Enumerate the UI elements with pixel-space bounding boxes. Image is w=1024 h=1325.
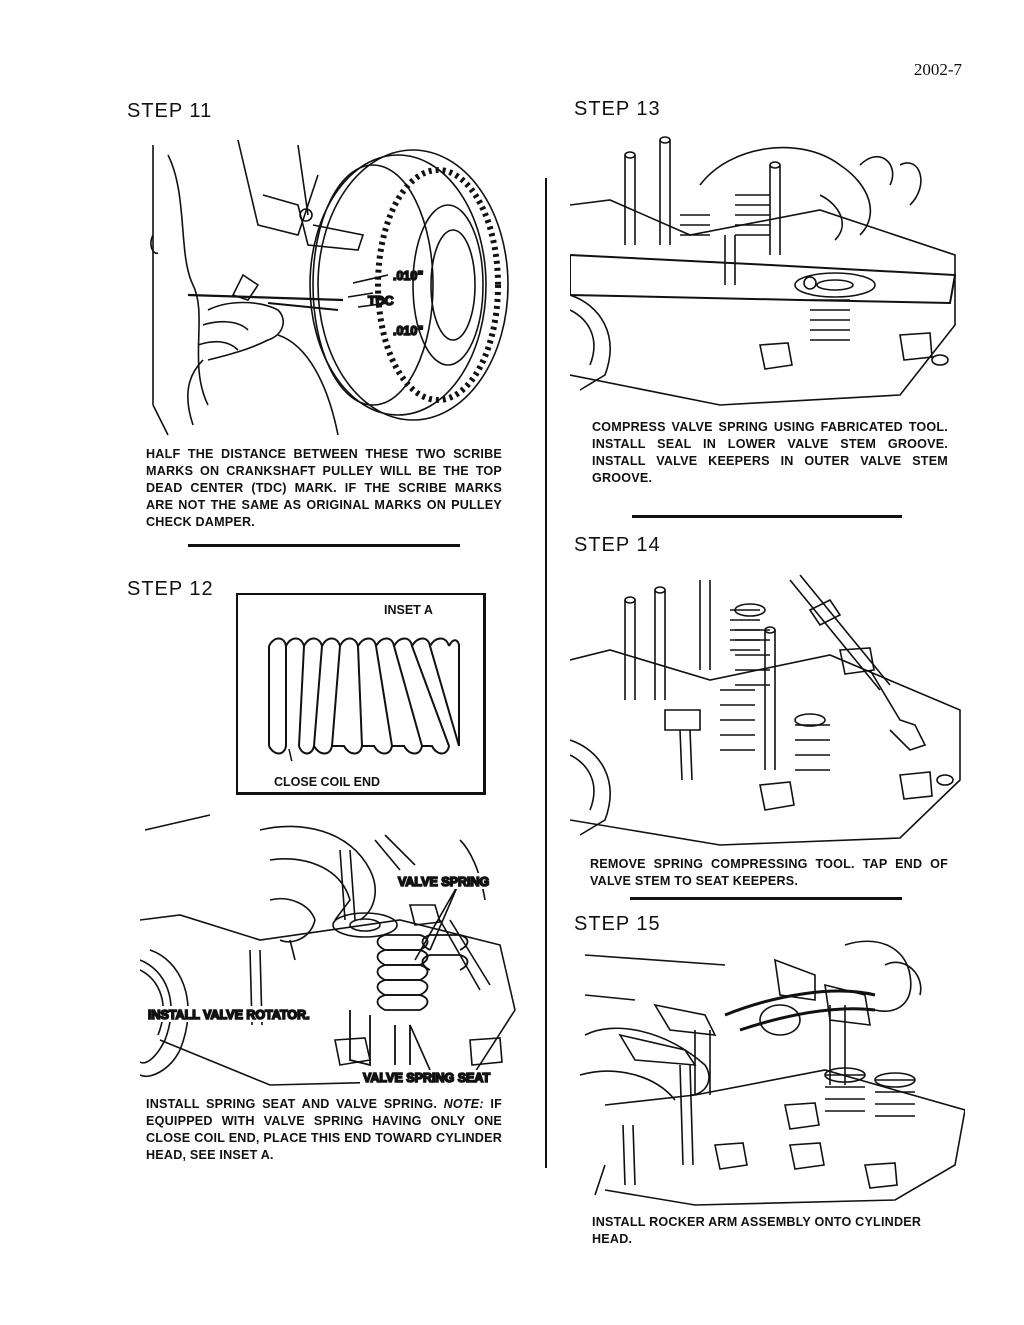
- label-valve-rotator: INSTALL VALVE ROTATOR.: [148, 1008, 310, 1022]
- coil-spring-illustration: [264, 631, 464, 761]
- step-12-note-text: IF EQUIPPED WITH VALVE SPRING HAVING ONL…: [146, 1097, 502, 1162]
- step-13-rule: [632, 515, 902, 518]
- callout-010-top: .010": [393, 269, 423, 283]
- inset-a-box: INSET A CLOSE COIL END: [236, 593, 486, 795]
- step-13-illustration: [570, 125, 960, 415]
- step-11-title: STEP 11: [127, 100, 213, 122]
- step-14-caption: REMOVE SPRING COMPRESSING TOOL. TAP END …: [590, 857, 948, 888]
- label-valve-spring: VALVE SPRING: [398, 875, 489, 889]
- callout-tdc: TDC: [368, 294, 394, 308]
- column-divider: [545, 178, 547, 1168]
- step-13-title: STEP 13: [574, 98, 661, 120]
- step-11-illustration: .010" TDC .010": [148, 135, 510, 440]
- step-14-rule: [630, 897, 902, 900]
- step-15-illustration: [575, 935, 965, 1210]
- inset-a-label: CLOSE COIL END: [274, 775, 381, 789]
- step-14-title: STEP 14: [574, 534, 661, 556]
- step-12-caption-lead: INSTALL SPRING SEAT AND VALVE SPRING.: [146, 1097, 438, 1111]
- step-12-note-label: NOTE:: [443, 1097, 484, 1111]
- page-number: 2002-7: [913, 60, 962, 79]
- step-14-illustration: [570, 570, 965, 850]
- step-15-caption: INSTALL ROCKER ARM ASSEMBLY ONTO CYLINDE…: [592, 1215, 922, 1246]
- step-12-caption: INSTALL SPRING SEAT AND VALVE SPRING. NO…: [146, 1096, 502, 1164]
- step-11-rule: [188, 544, 460, 547]
- callout-010-bottom: .010": [393, 324, 423, 338]
- inset-a-title: INSET A: [384, 603, 433, 617]
- step-12-illustration: VALVE SPRING INSTALL VALVE ROTATOR. VALV…: [140, 810, 520, 1090]
- label-spring-seat: VALVE SPRING SEAT: [363, 1071, 490, 1085]
- step-11-caption: HALF THE DISTANCE BETWEEN THESE TWO SCRI…: [146, 447, 502, 529]
- step-12-title: STEP 12: [127, 578, 214, 600]
- step-13-caption: COMPRESS VALVE SPRING USING FABRICATED T…: [592, 420, 948, 485]
- step-15-title: STEP 15: [574, 913, 661, 935]
